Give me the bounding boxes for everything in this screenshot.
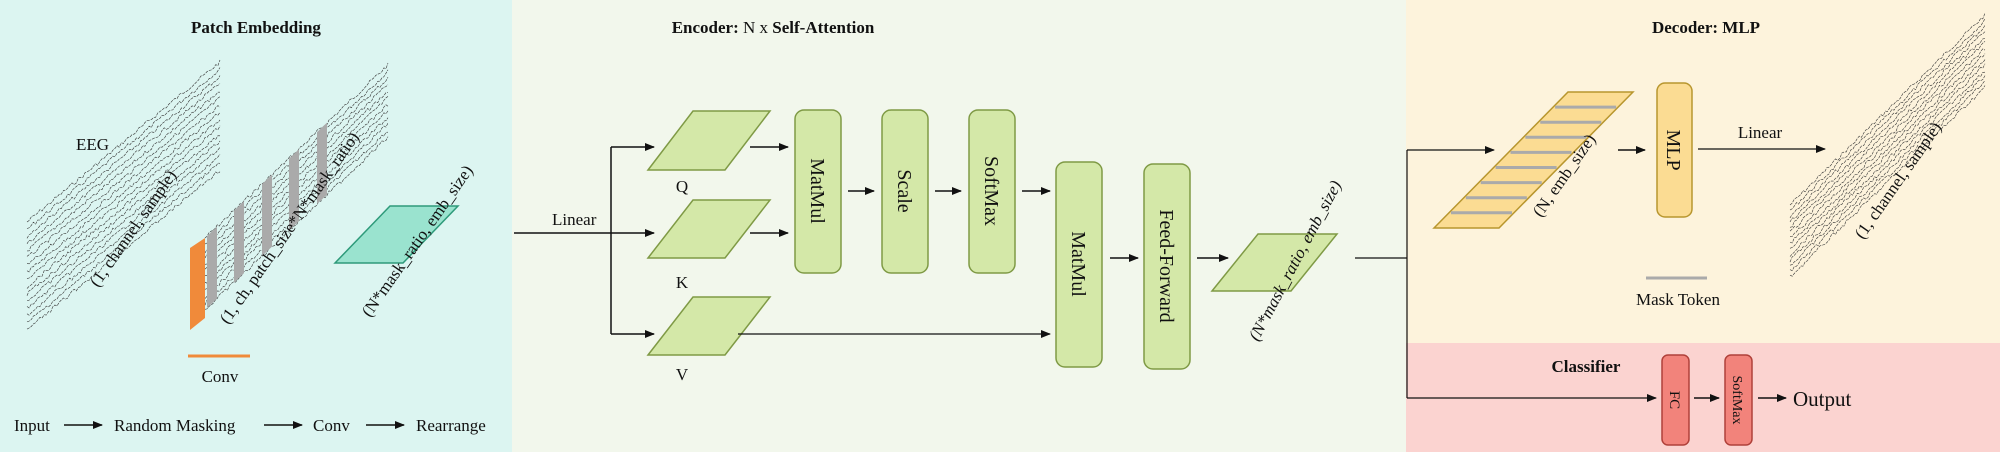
eeg-trace (1789, 31, 1986, 223)
eeg-trace (1789, 71, 1986, 263)
decoder-linear-label: Linear (1738, 123, 1783, 142)
eeg-trace (26, 96, 221, 257)
reconstructed-eeg-signal (1789, 12, 1986, 277)
decoder-input-tokens (1432, 91, 1635, 229)
svg-text:SoftMax: SoftMax (980, 156, 1002, 226)
eeg-trace (26, 162, 221, 323)
svg-text:MatMul: MatMul (1067, 231, 1089, 297)
eeg-trace (204, 136, 389, 310)
svg-text:MatMul: MatMul (806, 158, 828, 224)
eeg-trace (26, 140, 221, 301)
conv-legend-label: Conv (202, 367, 239, 386)
eeg-trace (1789, 53, 1986, 244)
eeg-trace (1789, 38, 1986, 228)
mask-token-legend-label: Mask Token (1636, 290, 1720, 309)
eeg-trace (1789, 18, 1986, 211)
patch-embedding-title: Patch Embedding (191, 18, 321, 37)
eeg-trace (26, 171, 221, 330)
masked-patch (207, 226, 217, 309)
eeg-trace (1789, 41, 1986, 232)
eeg-trace (1789, 75, 1986, 266)
encoder-title: Encoder: N x Self-Attention (672, 18, 875, 37)
masked-patch (317, 122, 327, 205)
eeg-trace (26, 135, 221, 296)
matmul-block-2: MatMul (1055, 161, 1103, 368)
decoder-title: Decoder: MLP (1652, 18, 1760, 37)
flow-rearrange: Rearrange (416, 416, 486, 435)
eeg-trace (1789, 25, 1986, 219)
output-label: Output (1793, 387, 1852, 411)
svg-text:Feed-Forward: Feed-Forward (1155, 209, 1177, 322)
eeg-trace (1789, 80, 1986, 272)
v-label: V (676, 365, 689, 384)
random-mask-stripes (207, 122, 327, 309)
svg-text:Scale: Scale (893, 169, 915, 212)
conv-kernel (190, 238, 205, 330)
encoder-panel (512, 0, 1406, 452)
eeg-trace (26, 83, 221, 245)
eeg-trace (26, 125, 221, 289)
eeg-trace (26, 153, 221, 316)
eeg-trace (26, 91, 220, 252)
linear-label: Linear (552, 210, 597, 229)
flow-conv: Conv (313, 416, 350, 435)
eeg-trace (26, 112, 221, 273)
svg-text:MLP: MLP (1662, 129, 1684, 170)
svg-text:SoftMax: SoftMax (1729, 376, 1744, 425)
eeg-trace (26, 119, 221, 279)
q-matrix: Q (646, 110, 772, 196)
svg-text:FC: FC (1666, 391, 1682, 409)
classifier-title: Classifier (1552, 357, 1621, 376)
scale-block: Scale (881, 109, 929, 274)
k-label: K (676, 273, 689, 292)
matmul-block-1: MatMul (794, 109, 842, 274)
eeg-trace (1789, 63, 1986, 257)
eeg-trace (1789, 12, 1986, 206)
eeg-trace (26, 147, 221, 309)
eeg-trace (26, 59, 221, 223)
eeg-input-signal (26, 59, 221, 330)
flow-random-masking: Random Masking (114, 416, 236, 435)
patch-flow: Input Random Masking Conv Rearrange (14, 416, 486, 435)
k-matrix: K (646, 199, 772, 292)
eeg-trace (1789, 85, 1986, 277)
feed-forward-block: Feed-Forward (1143, 163, 1191, 370)
masked-patch (289, 149, 299, 231)
eeg-trace (26, 105, 221, 265)
flow-input: Input (14, 416, 50, 435)
eeg-trace (1789, 48, 1986, 237)
masked-patch (262, 174, 272, 257)
classifier-softmax-block: SoftMax (1724, 354, 1753, 446)
q-label: Q (676, 177, 688, 196)
fc-block: FC (1661, 354, 1690, 446)
softmax-block: SoftMax (968, 109, 1016, 274)
encoder-output-matrix (1210, 233, 1339, 292)
v-matrix: V (646, 296, 772, 384)
embedding-parallelogram (333, 205, 460, 264)
mlp-block: MLP (1656, 82, 1693, 218)
mask-token-stripes (1450, 105, 1617, 215)
masked-patch (234, 201, 244, 283)
eeg-trace (1789, 59, 1986, 249)
eeg-label: EEG (76, 135, 109, 154)
